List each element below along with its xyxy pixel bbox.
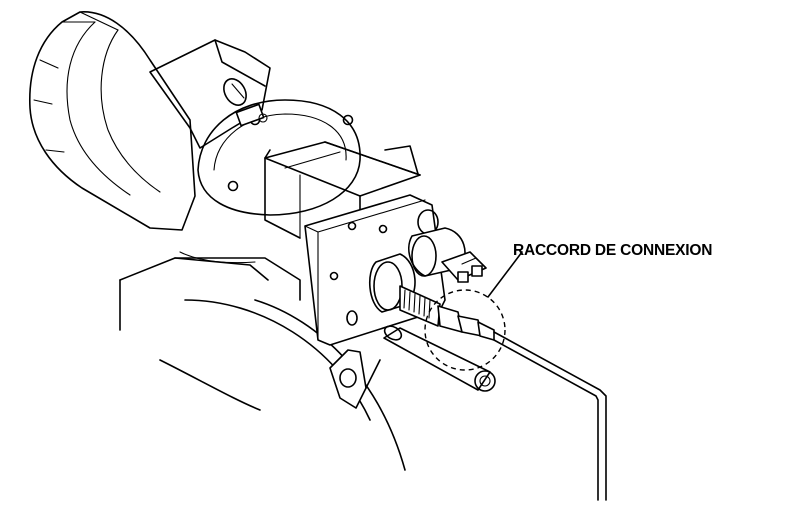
- callout-label: RACCORD DE CONNEXION: [513, 242, 713, 259]
- mounting-flange: [149, 39, 271, 149]
- solenoid-valve: [408, 227, 487, 283]
- callout-leader-line: [487, 251, 523, 298]
- disk-flange: [197, 99, 361, 216]
- nozzle-line: [369, 253, 607, 501]
- callout-circle: [424, 289, 506, 371]
- motor-housing: [29, 11, 196, 231]
- eyelet-bracket: [329, 349, 381, 409]
